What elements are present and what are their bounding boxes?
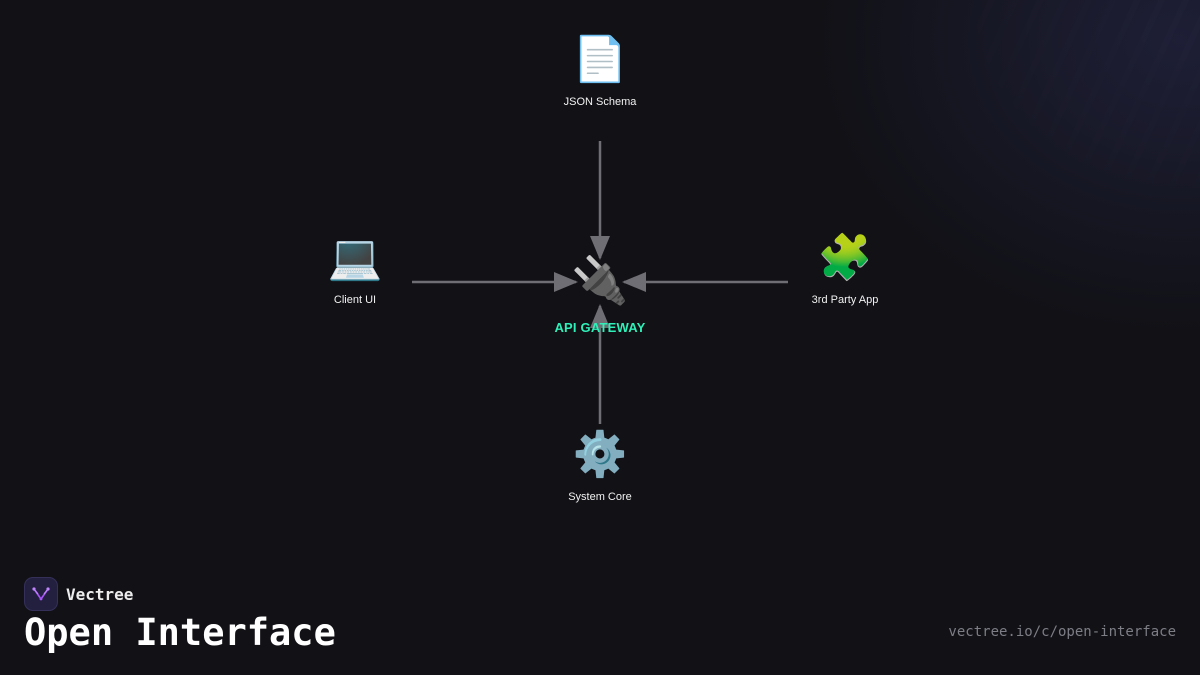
node-api-gateway-label: API GATEWAY (554, 320, 646, 335)
node-third-party-app-label: 3rd Party App (811, 294, 879, 306)
vectree-logo-icon (24, 577, 58, 611)
document-icon: 📄 (572, 34, 628, 85)
brand-name: Vectree (66, 584, 134, 604)
gear-icon: ⚙️ (572, 429, 628, 480)
node-json-schema: 📄 JSON Schema (520, 34, 680, 108)
puzzle-piece-icon: 🧩 (817, 232, 873, 283)
node-api-gateway: 🔌 API GATEWAY (520, 254, 680, 335)
page-title: Open Interface (24, 611, 336, 654)
node-system-core: ⚙️ System Core (520, 429, 680, 503)
node-system-core-label: System Core (568, 491, 632, 503)
electric-plug-icon: 🔌 (571, 253, 629, 307)
node-client-ui: 💻 Client UI (275, 232, 435, 306)
node-json-schema-label: JSON Schema (563, 96, 637, 108)
page-url[interactable]: vectree.io/c/open-interface (948, 624, 1176, 640)
node-client-ui-label: Client UI (333, 294, 377, 306)
brand[interactable]: Vectree (24, 577, 133, 611)
node-third-party-app: 🧩 3rd Party App (765, 232, 925, 306)
laptop-icon: 💻 (327, 232, 383, 283)
